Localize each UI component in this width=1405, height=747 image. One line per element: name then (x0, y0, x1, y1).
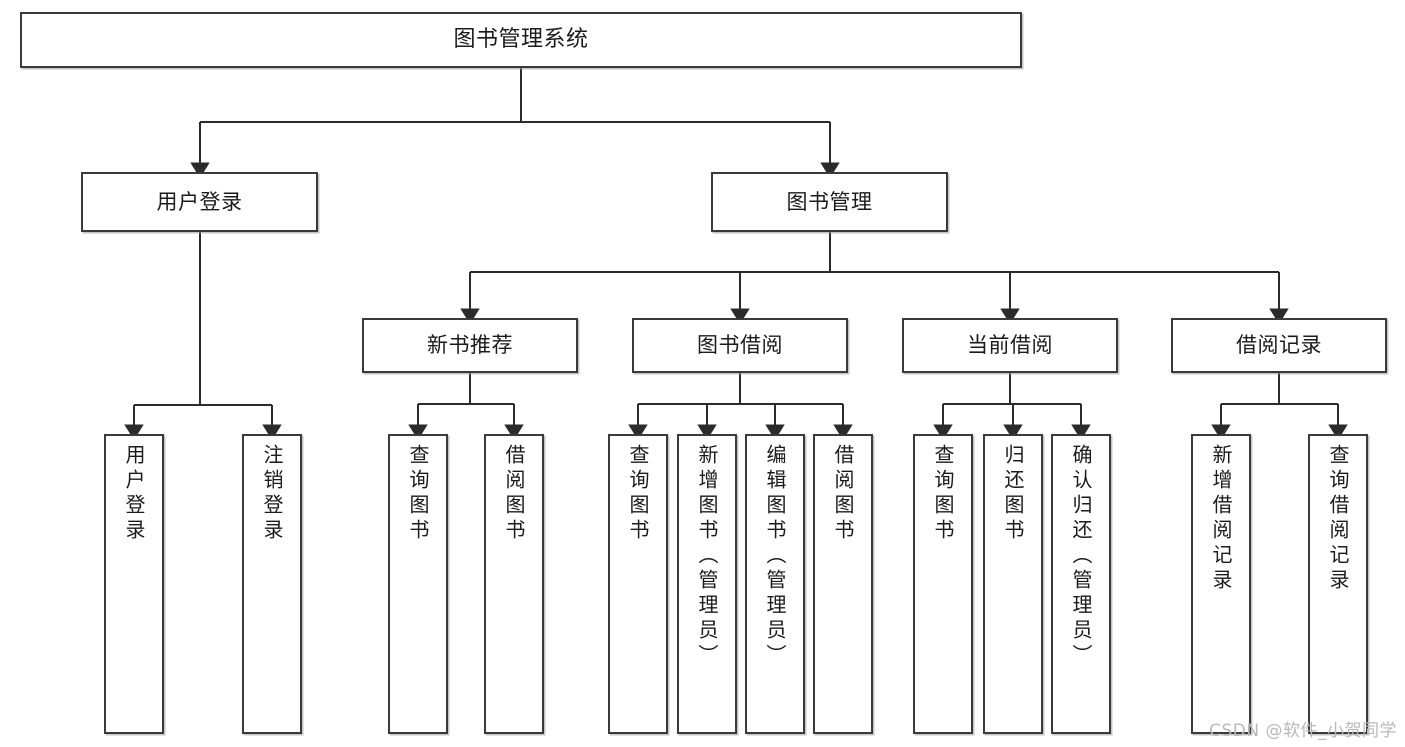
edge-group (124, 68, 1348, 441)
node-label: 归还图书 (1001, 444, 1025, 544)
node-root[interactable]: 图书管理系统 (20, 12, 1022, 68)
node-label: 借阅图书 (502, 444, 526, 544)
node-leaf-bb-borrow[interactable]: 借阅图书 (813, 434, 873, 734)
node-leaf-bb-add[interactable]: 新增图书（管理员） (677, 434, 737, 734)
node-label: 查询图书 (931, 444, 955, 544)
node-leaf-cb-return[interactable]: 归还图书 (983, 434, 1043, 734)
node-user-login[interactable]: 用户登录 (81, 172, 318, 232)
node-leaf-rec-query[interactable]: 查询图书 (388, 434, 448, 734)
node-leaf-br-add[interactable]: 新增借阅记录 (1191, 434, 1251, 734)
node-leaf-cb-query[interactable]: 查询图书 (913, 434, 973, 734)
node-label: 确认归还（管理员） (1069, 444, 1093, 669)
node-label: 查询图书 (406, 444, 430, 544)
node-label: 当前借阅 (967, 333, 1053, 358)
node-label: 图书管理 (786, 189, 873, 214)
node-borrow-record[interactable]: 借阅记录 (1171, 318, 1387, 373)
node-current-borrow[interactable]: 当前借阅 (902, 318, 1118, 373)
node-label: 图书管理系统 (453, 27, 589, 53)
node-label: 借阅记录 (1236, 333, 1322, 358)
node-label: 新增借阅记录 (1209, 444, 1233, 594)
node-leaf-user-login[interactable]: 用户登录 (104, 434, 164, 734)
node-leaf-cb-confirm[interactable]: 确认归还（管理员） (1051, 434, 1111, 734)
node-label: 编辑图书（管理员） (763, 444, 787, 669)
node-leaf-bb-edit[interactable]: 编辑图书（管理员） (745, 434, 805, 734)
node-leaf-user-logout[interactable]: 注销登录 (242, 434, 302, 734)
watermark-text: CSDN @软件_小贺同学 (1209, 721, 1397, 741)
node-label: 用户登录 (122, 444, 146, 544)
node-book-manage[interactable]: 图书管理 (711, 172, 948, 232)
node-label: 注销登录 (260, 444, 284, 544)
node-label: 用户登录 (156, 189, 243, 214)
node-label: 查询图书 (626, 444, 650, 544)
node-label: 图书借阅 (697, 333, 783, 358)
node-label: 新书推荐 (427, 333, 513, 358)
node-label: 新增图书（管理员） (695, 444, 719, 669)
node-book-borrow[interactable]: 图书借阅 (632, 318, 848, 373)
node-label: 借阅图书 (831, 444, 855, 544)
node-leaf-bb-query[interactable]: 查询图书 (608, 434, 668, 734)
node-leaf-br-query[interactable]: 查询借阅记录 (1308, 434, 1368, 734)
node-new-book-rec[interactable]: 新书推荐 (362, 318, 578, 373)
node-label: 查询借阅记录 (1326, 444, 1350, 594)
node-leaf-rec-borrow[interactable]: 借阅图书 (484, 434, 544, 734)
